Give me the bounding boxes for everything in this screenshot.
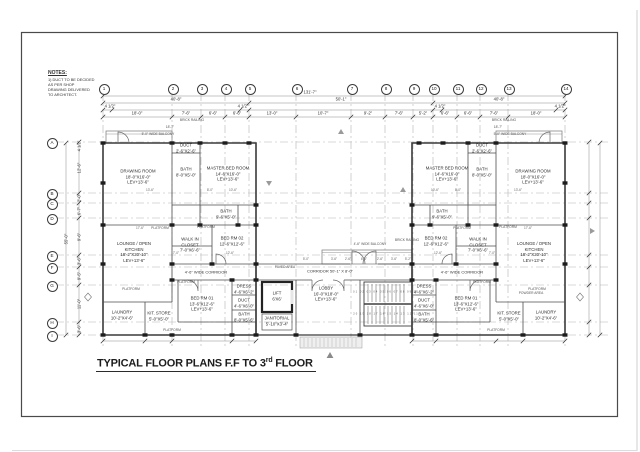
- column-marker: [409, 203, 415, 207]
- column-marker: [142, 333, 148, 337]
- column-marker: [427, 223, 433, 227]
- column-marker: [100, 262, 106, 266]
- reference-markers: [84, 129, 595, 302]
- balconies: [105, 130, 563, 265]
- dimension-ticks: [63, 93, 603, 344]
- column-marker: [465, 223, 471, 227]
- column-marker: [253, 262, 259, 266]
- column-marker: [562, 333, 568, 337]
- sheet-title-suffix: FLOOR: [272, 357, 313, 370]
- core-walls: [255, 263, 413, 336]
- column-marker: [253, 203, 259, 207]
- sheet-title: TYPICAL FLOOR PLANS F.F TO 3rd FLOOR: [96, 357, 316, 372]
- column-marker: [562, 181, 568, 185]
- column-marker: [409, 262, 415, 266]
- column-marker: [100, 181, 106, 185]
- column-marker: [409, 278, 415, 282]
- column-marker: [409, 333, 415, 337]
- column-marker: [229, 333, 235, 337]
- column-marker: [169, 141, 175, 145]
- column-marker: [169, 223, 175, 227]
- column-marker: [562, 223, 568, 227]
- column-marker: [493, 223, 499, 227]
- left-apartment-walls: [102, 142, 257, 336]
- column-marker: [562, 141, 568, 145]
- column-marker: [293, 333, 299, 337]
- sheet-title-sup: rd: [265, 357, 273, 364]
- column-marker: [440, 141, 446, 145]
- column-marker: [493, 262, 499, 266]
- lift-shaft: [260, 280, 294, 314]
- staircase: [363, 281, 413, 327]
- column-marker: [493, 141, 499, 145]
- dimension-lines: [65, 95, 601, 342]
- column-marker: [433, 278, 439, 282]
- column-marker: [197, 141, 203, 145]
- column-marker: [169, 333, 175, 337]
- right-apartment-walls: [411, 142, 566, 336]
- column-marker: [235, 223, 241, 227]
- column-marker: [433, 333, 439, 337]
- column-marker: [229, 278, 235, 282]
- column-marker: [465, 141, 471, 145]
- sheet-frame: [12, 10, 638, 451]
- column-marker: [253, 333, 259, 337]
- column-marker: [253, 223, 259, 227]
- column-marker: [409, 223, 415, 227]
- column-marker: [453, 262, 459, 266]
- column-marker: [493, 278, 499, 282]
- note-line: TO ARCHITECT.: [48, 92, 78, 98]
- column-marker: [520, 333, 526, 337]
- entry-steps: [299, 336, 363, 358]
- notes-title: NOTES:: [48, 70, 67, 76]
- column-marker: [253, 278, 259, 282]
- column-marker: [357, 333, 363, 337]
- column-marker: [222, 141, 228, 145]
- note-line: AS PER SHOP: [48, 82, 75, 88]
- structural-columns: [100, 141, 568, 337]
- column-marker: [100, 141, 106, 145]
- column-marker: [169, 278, 175, 282]
- column-marker: [246, 141, 252, 145]
- column-marker: [197, 223, 203, 227]
- sheet-title-text: TYPICAL FLOOR PLANS F.F TO 3: [97, 357, 266, 370]
- column-marker: [169, 262, 175, 266]
- column-marker: [100, 333, 106, 337]
- note-line: 1) DUCT TO BE DECIDED: [48, 77, 95, 82]
- note-line: DRAWING DELIVERED: [48, 87, 90, 93]
- column-marker: [100, 223, 106, 227]
- notes-block: NOTES: 1) DUCT TO BE DECIDED AS PER SHOP…: [48, 70, 110, 97]
- column-marker: [562, 262, 568, 266]
- column-marker: [416, 141, 422, 145]
- door-swings: [117, 131, 551, 292]
- column-marker: [209, 262, 215, 266]
